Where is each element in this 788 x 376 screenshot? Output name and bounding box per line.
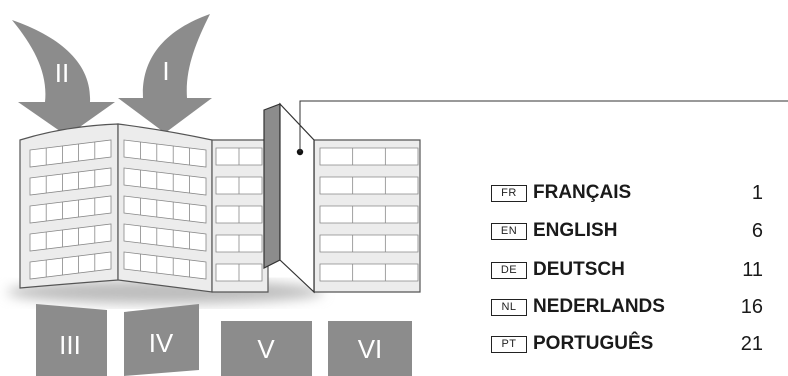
lang-page-de: 11 [742, 258, 763, 281]
lang-code-fr: FR [491, 184, 527, 202]
lang-name-en: ENGLISH [533, 220, 618, 241]
table-row [123, 195, 207, 224]
lang-name-fr: FRANÇAIS [533, 182, 632, 203]
folded-flap [263, 102, 315, 294]
table-row [29, 167, 112, 196]
lang-name-pt: PORTUGUÊS [533, 333, 654, 354]
panel-label-iv: IV [124, 304, 199, 376]
panel-label-iv-text: IV [149, 328, 174, 358]
panel-label-vi-text: VI [358, 334, 383, 364]
lang-code-pt: PT [491, 335, 527, 353]
table-row [123, 139, 207, 168]
table-row [319, 176, 419, 195]
panel-label-iii-text: III [59, 330, 81, 360]
table-row [123, 223, 207, 252]
table-row [123, 251, 207, 280]
toc-row-pt[interactable]: PT PORTUGUÊS 21 [491, 331, 771, 357]
table-grid [29, 139, 419, 282]
lang-page-nl: 16 [740, 295, 763, 318]
table-row [319, 205, 419, 224]
lang-name-de: DEUTSCH [533, 259, 625, 280]
lang-page-fr: 1 [751, 181, 763, 204]
lang-code-de: DE [491, 261, 527, 279]
table-row [29, 251, 112, 280]
lang-page-en: 6 [751, 219, 763, 242]
panel-labels: III IV V VI [36, 304, 412, 376]
toc-row-de[interactable]: DE DEUTSCH 11 [491, 257, 771, 283]
table-row [29, 223, 112, 252]
lang-code-en: EN [491, 222, 527, 240]
toc-row-fr[interactable]: FR FRANÇAIS 1 [491, 180, 771, 206]
table-row [319, 147, 419, 166]
arrow-ii-label: II [55, 58, 69, 88]
table-row [29, 195, 112, 224]
table-row [319, 234, 419, 253]
arrow-i: I [118, 14, 212, 133]
lang-name-nl: NEDERLANDS [533, 296, 665, 317]
table-row [29, 139, 112, 168]
lang-code-nl: NL [491, 298, 527, 316]
lang-page-pt: 21 [740, 332, 763, 355]
table-row [319, 263, 419, 282]
table-row [123, 167, 207, 196]
panel-label-vi: VI [328, 321, 412, 376]
panel-label-v: V [221, 321, 312, 376]
arrow-ii: II [12, 20, 115, 136]
toc-row-en[interactable]: EN ENGLISH 6 [491, 218, 771, 244]
leader-line [299, 100, 788, 152]
toc-row-nl[interactable]: NL NEDERLANDS 16 [491, 294, 771, 320]
arrow-i-label: I [162, 56, 169, 86]
panel-label-v-text: V [257, 334, 275, 364]
panel-label-iii: III [36, 304, 107, 376]
